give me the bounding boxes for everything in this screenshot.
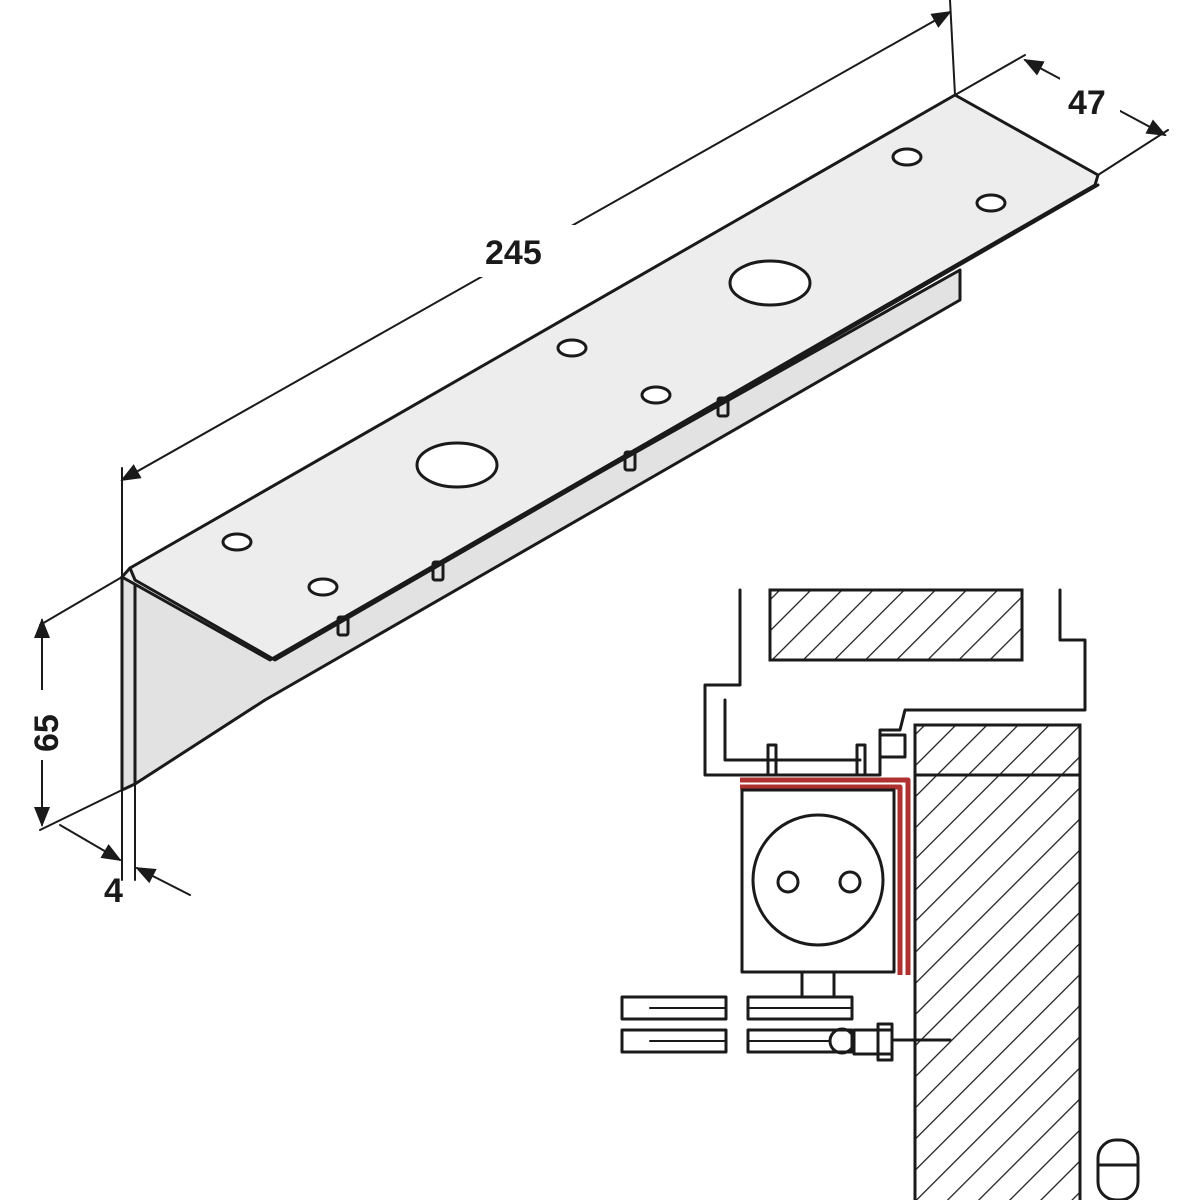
- height-label: 65: [28, 714, 66, 752]
- section-stud-2: [855, 743, 867, 777]
- small-hole-6: [975, 193, 1007, 213]
- highlighted-bracket: [740, 784, 903, 975]
- height-label-bg: [20, 690, 64, 760]
- dimension-length: 245: [120, 0, 956, 578]
- dimension-height: 65: [20, 576, 123, 831]
- small-hole-3: [556, 338, 588, 358]
- thickness-label: 4: [104, 872, 123, 910]
- bracket-vertical-leg: [120, 569, 137, 792]
- upper-hatched-wall: [913, 723, 1082, 777]
- angle-bracket: [120, 93, 1100, 792]
- dimension-width: 47: [954, 54, 1169, 176]
- small-hole-1: [221, 532, 253, 552]
- frame-inner: [723, 698, 862, 762]
- section-stud-1: [766, 743, 778, 777]
- main-hatched-wall: [913, 773, 1082, 1200]
- top-hatched-block: [768, 588, 1024, 662]
- dimension-thickness: 4: [59, 783, 191, 910]
- small-hole-5: [891, 147, 923, 167]
- installation-section: [620, 588, 1140, 1200]
- closer-arm: [620, 995, 952, 1062]
- highlighted-bracket-inner: [740, 777, 911, 975]
- corner-clamp: [878, 733, 907, 759]
- small-hole-2: [307, 577, 339, 597]
- large-hole-1: [415, 441, 499, 489]
- large-hole-2: [728, 259, 812, 307]
- closer-pin-1: [776, 870, 800, 894]
- length-label: 245: [485, 234, 542, 272]
- bracket-top-plate: [120, 93, 1100, 662]
- closer-spindle: [800, 970, 836, 999]
- door-hinge: [1096, 1138, 1140, 1200]
- width-label-bg: [1060, 78, 1120, 122]
- width-label: 47: [1068, 84, 1106, 122]
- closer-pin-2: [838, 870, 862, 894]
- length-label-bg: [475, 225, 585, 277]
- closer-disc: [751, 813, 885, 947]
- frame-profile: [703, 588, 1087, 777]
- small-hole-4: [640, 385, 672, 405]
